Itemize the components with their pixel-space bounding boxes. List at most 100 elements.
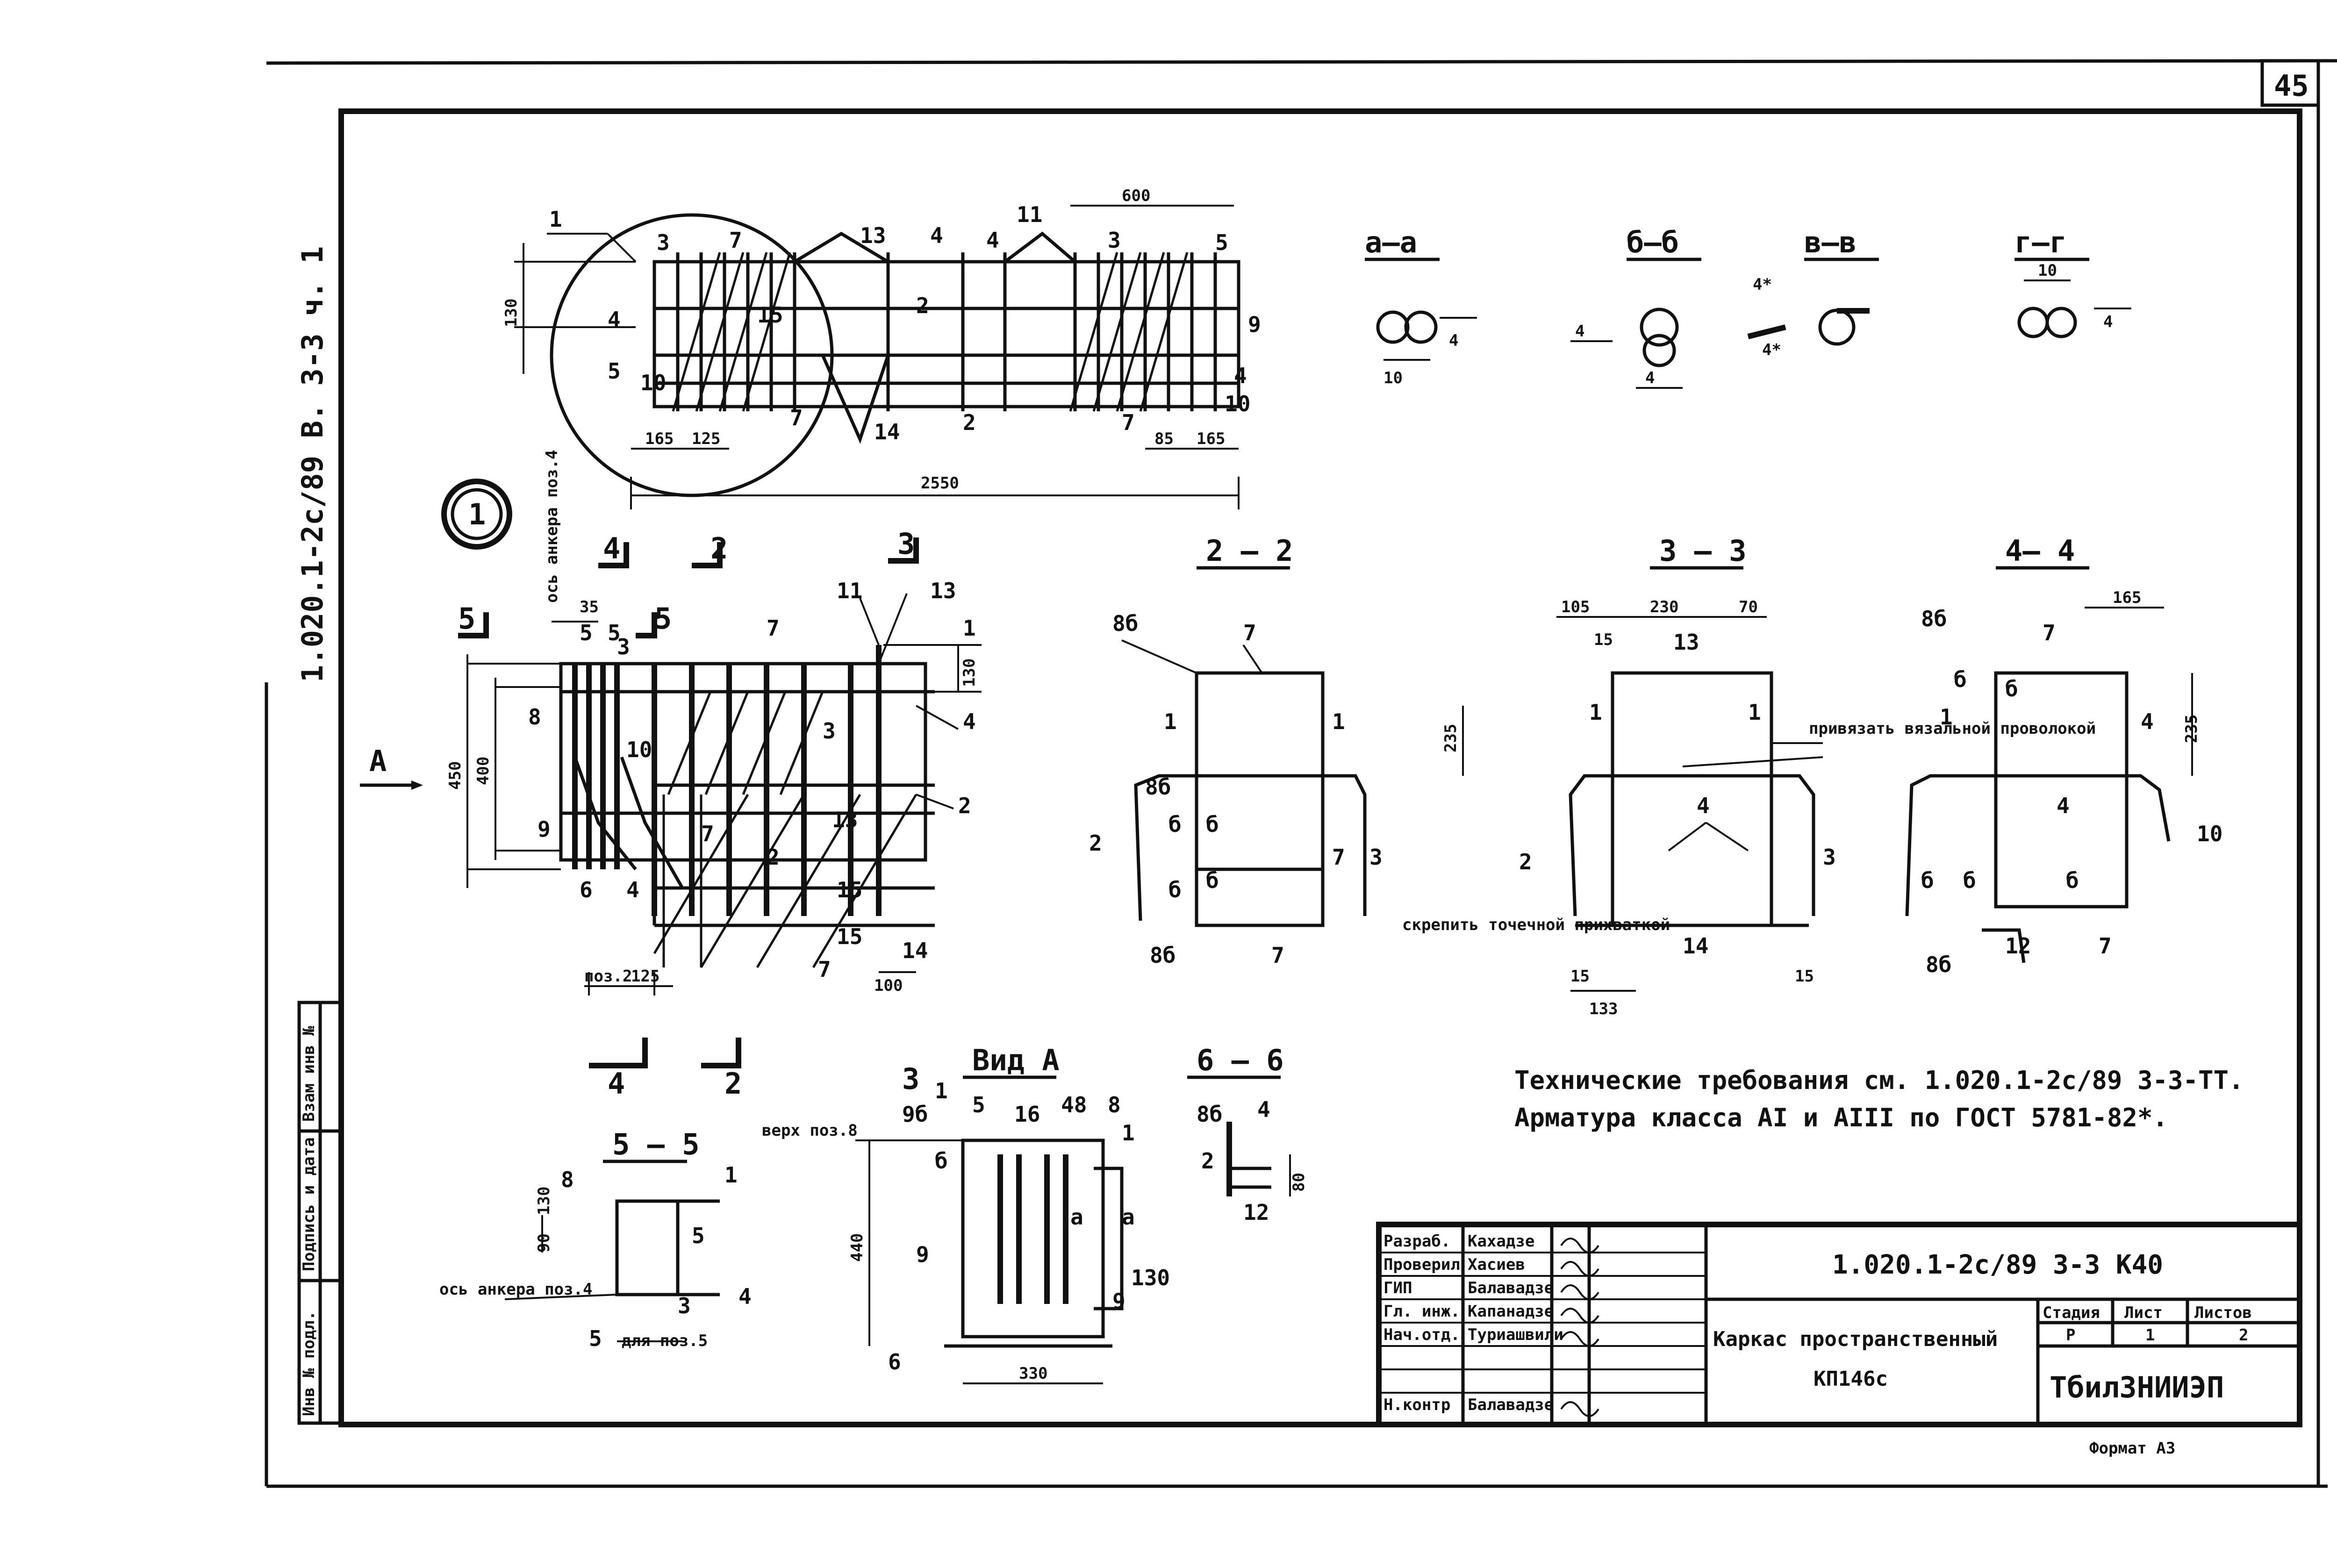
top-label: 14: [874, 419, 900, 444]
s33-dim: 230: [1650, 598, 1678, 616]
top-dim: 600: [1122, 186, 1150, 205]
section-33-labels: 105 230 70 15 235 15 133 15 13 1 1 4 2 3…: [1402, 598, 2096, 1018]
s44-label: 7: [2043, 620, 2056, 645]
main-dim: 450: [446, 761, 465, 790]
view-a: Вид А 3 1 5 16 48 8 1 9б б а а 9 130 9 6: [762, 1043, 1170, 1384]
main-label: 13: [930, 578, 956, 603]
view-a-title: Вид А: [972, 1043, 1060, 1077]
s22-label: б: [1168, 812, 1182, 837]
role-chief-engineer-project: ГИП: [1384, 1279, 1412, 1297]
s44-label: 7: [2099, 933, 2112, 959]
s66-label: 2: [1201, 1148, 1214, 1174]
s33-dim: 15: [1570, 967, 1590, 986]
section-bb: б–б 4 4: [1570, 225, 1701, 389]
main-view: [360, 593, 982, 995]
section-gg-title: г–г: [2014, 225, 2067, 259]
top-dim: 125: [692, 430, 720, 448]
side-stamp: 1.020.1-2с/89 В. 3-3 ч. 1: [295, 246, 330, 682]
side-block: [297, 1001, 343, 1425]
vidA-label: 48: [1061, 1092, 1087, 1117]
name-chief-engineer-project: Балавадзе: [1468, 1279, 1554, 1297]
section-mark: 4: [603, 531, 620, 566]
section-vv-title: в–в: [1804, 225, 1857, 259]
top-label: 13: [860, 223, 886, 248]
top-label: 1: [549, 207, 562, 232]
item-name: Каркас пространственный: [1713, 1327, 1998, 1351]
top-label: 2: [916, 293, 929, 318]
sheet-frame: [265, 59, 2337, 1488]
section-gg-dim: 10: [2038, 261, 2057, 280]
role-checker: Проверил: [1384, 1255, 1460, 1274]
section-vv: в–в 4* 4*: [1747, 225, 1879, 359]
vidA-label: 5: [972, 1092, 985, 1117]
vidA-note-top: верх поз.8: [762, 1121, 858, 1140]
name-chief-engineer: Капанадзе: [1468, 1302, 1554, 1321]
s44-label: 8б: [1926, 952, 1951, 977]
s22-label: 1: [1332, 709, 1345, 734]
main-label: 5: [580, 620, 593, 645]
section-66-labels: 8б 4 2 12 80: [1197, 1097, 1308, 1225]
s22-label: 7: [1271, 943, 1284, 968]
s44-label: б: [2066, 868, 2079, 893]
vidA-dim: 440: [848, 1233, 867, 1262]
vidA-label: 3: [902, 1062, 919, 1096]
vidA-label: 9: [1112, 1289, 1125, 1314]
s33-dim: 235: [1441, 724, 1460, 752]
s22-label: 1: [1164, 709, 1177, 734]
section-gg-dim: 4: [2103, 313, 2113, 331]
role-norm-control: Н.контр: [1384, 1396, 1450, 1414]
s33-dim: 15: [1795, 967, 1814, 986]
top-label: 4: [986, 228, 999, 253]
s55-dim: 130: [535, 1187, 553, 1215]
organization: ТбилЗНИИЭП: [2050, 1370, 2224, 1404]
section-mark: 3: [897, 527, 915, 561]
s44-label: б: [1954, 667, 1967, 692]
role-dept-head: Нач.отд.: [1384, 1325, 1460, 1344]
top-label: 11: [1017, 202, 1042, 227]
section-33-title: 3 – 3: [1659, 534, 1747, 568]
s55-label: 5: [589, 1326, 602, 1351]
s55-label: 8: [561, 1167, 574, 1192]
detail-marker-number: 1: [468, 497, 486, 531]
page-number: 45: [2274, 69, 2309, 103]
s44-dim: 165: [2113, 588, 2141, 607]
main-label: 10: [626, 737, 652, 762]
section-mark: 4: [608, 1067, 625, 1101]
section-gg: г–г 10 4: [2014, 225, 2131, 338]
vidA-label: 1: [1122, 1120, 1135, 1146]
s22-label: б: [1168, 877, 1182, 902]
val-sheet: 1: [2145, 1326, 2155, 1345]
top-label: 7: [790, 405, 803, 430]
main-label: 4: [626, 877, 639, 902]
view-a-labels: 3 1 5 16 48 8 1 9б б а а 9 130 9 6 440 3…: [762, 1062, 1170, 1383]
role-chief-engineer: Гл. инж.: [1384, 1302, 1460, 1321]
item-mark: КП146с: [1814, 1367, 1888, 1391]
name-developer: Кахадзе: [1468, 1232, 1534, 1251]
top-label: 3: [657, 230, 670, 255]
main-dim: 125: [631, 967, 660, 986]
s55-note-for: для поз.5: [622, 1332, 708, 1350]
view-arrow-label: A: [369, 744, 387, 778]
s22-label: 8б: [1150, 943, 1176, 968]
section-55-title: 5 – 5: [612, 1127, 700, 1161]
top-label: 10: [1225, 391, 1250, 416]
main-label: 9: [538, 816, 551, 842]
s44-label: б: [1963, 868, 1976, 893]
s33-dim: 70: [1739, 598, 1758, 616]
top-dim: 2550: [921, 474, 959, 493]
section-44-labels: 165 235 8б 7 б б 1 4 4 10 б б б 8б 12 7: [1921, 588, 2222, 977]
s44-dim: 235: [2182, 715, 2201, 743]
main-view-labels: 5 5 3 8 9 6 7 11 13 10 4 3 2 7 13 15 14 …: [446, 578, 979, 995]
main-label: 7: [701, 821, 714, 846]
s55-label: 5: [692, 1223, 705, 1248]
side-label-sign: Подпись и дата: [300, 1137, 318, 1271]
top-label: 5: [608, 358, 621, 384]
section-aa: а–а 10 4: [1365, 225, 1477, 387]
main-label: 3: [823, 718, 836, 744]
main-dim: 400: [474, 757, 493, 785]
side-label-inv: Инв № подл.: [300, 1311, 318, 1416]
top-dim: 130: [502, 299, 521, 327]
main-label: 15: [837, 924, 862, 949]
